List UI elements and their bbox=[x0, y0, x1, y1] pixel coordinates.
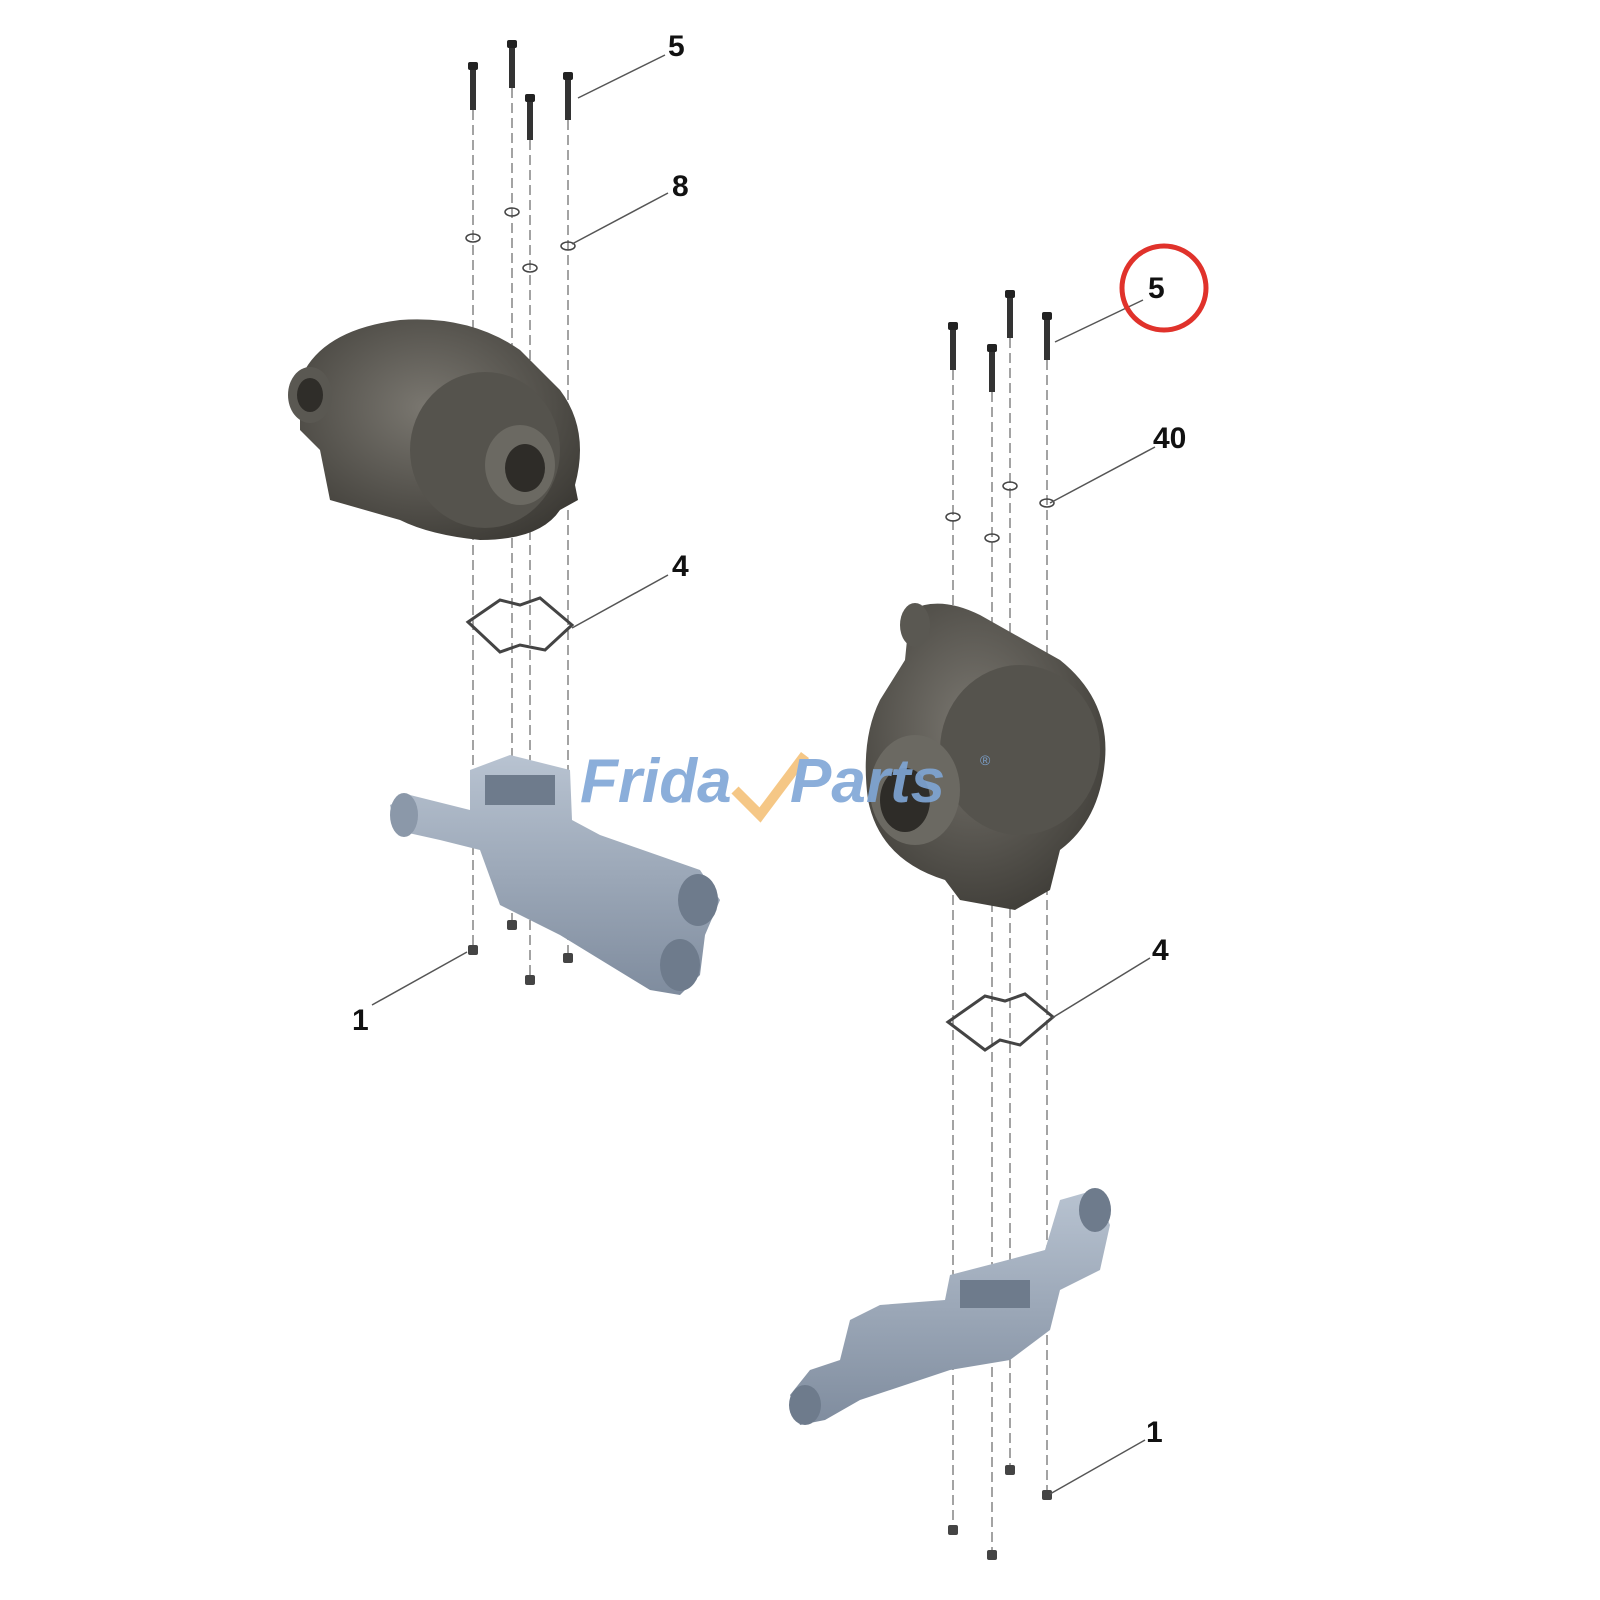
bolt-head bbox=[563, 72, 573, 80]
gasket-left bbox=[465, 596, 575, 654]
nut bbox=[1042, 1490, 1052, 1500]
bolt-head bbox=[948, 322, 958, 330]
washer bbox=[1039, 498, 1055, 508]
nut bbox=[1005, 1465, 1015, 1475]
bolt-head bbox=[1005, 290, 1015, 298]
callout-left-gasket: 4 bbox=[672, 550, 689, 583]
nut bbox=[525, 975, 535, 985]
watermark-logo: Frida Parts ® bbox=[580, 747, 991, 823]
check-mark-icon bbox=[731, 752, 809, 823]
callout-left-washer: 8 bbox=[672, 170, 689, 203]
bolt bbox=[509, 46, 515, 88]
highlight-circle bbox=[1119, 243, 1209, 333]
callout-left-bolt: 5 bbox=[668, 30, 685, 63]
bolt-head bbox=[1042, 312, 1052, 320]
bolt-head bbox=[507, 40, 517, 48]
bolt bbox=[989, 350, 995, 392]
callout-right-washer: 40 bbox=[1153, 422, 1186, 455]
bolt bbox=[1007, 296, 1013, 338]
washer bbox=[504, 207, 520, 217]
exhaust-manifold-right bbox=[789, 1188, 1111, 1425]
watermark-text-b: Parts bbox=[790, 747, 945, 816]
bolt-head bbox=[525, 94, 535, 102]
bolt bbox=[470, 68, 476, 110]
gasket-right bbox=[945, 992, 1056, 1052]
bolt-head bbox=[987, 344, 997, 352]
nut bbox=[987, 1550, 997, 1560]
bolt bbox=[1044, 318, 1050, 360]
watermark-text-a: Frida bbox=[580, 747, 732, 816]
bolt-head bbox=[468, 62, 478, 70]
bolts bbox=[465, 40, 1055, 1560]
nut bbox=[507, 920, 517, 930]
bolt bbox=[950, 328, 956, 370]
turbocharger-left bbox=[288, 319, 580, 540]
washer bbox=[1002, 481, 1018, 491]
washer bbox=[522, 263, 538, 273]
nut bbox=[948, 1525, 958, 1535]
callout-left-nut: 1 bbox=[352, 1004, 369, 1037]
callout-right-bolt: 5 bbox=[1148, 272, 1165, 305]
bolt bbox=[527, 100, 533, 140]
washer bbox=[984, 533, 1000, 543]
bolt bbox=[565, 78, 571, 120]
washer bbox=[560, 241, 576, 251]
registered-mark: ® bbox=[980, 752, 991, 768]
exhaust-manifold-left bbox=[390, 755, 720, 995]
washer bbox=[465, 233, 481, 243]
nut bbox=[563, 953, 573, 963]
washer bbox=[945, 512, 961, 522]
turbocharger-right bbox=[865, 603, 1106, 910]
nut bbox=[468, 945, 478, 955]
callout-right-gasket: 4 bbox=[1152, 934, 1169, 967]
callout-right-nut: 1 bbox=[1146, 1416, 1163, 1449]
